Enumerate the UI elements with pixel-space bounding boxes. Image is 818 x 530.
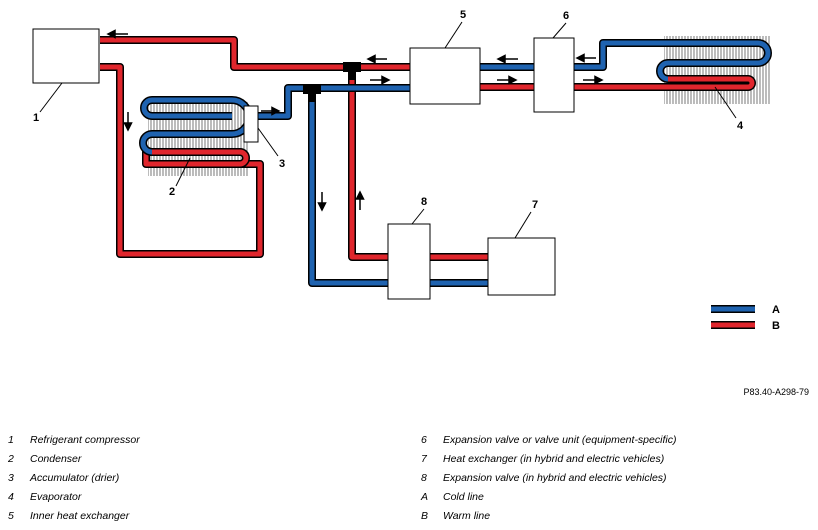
legend-item-text: Warm line	[443, 510, 491, 522]
label-component-5: 5	[460, 9, 466, 21]
label-component-4: 4	[737, 120, 744, 132]
arrow-down-icon	[317, 192, 327, 212]
label-component-8: 8	[421, 196, 427, 208]
component-3-box	[243, 105, 259, 143]
arrow-up-icon	[355, 190, 365, 210]
refrigerant-circuit-diagram: 1 2 3 4 5 6 7 8 A B P83.40-A298-79	[32, 9, 809, 397]
arrow-down-icon	[123, 112, 133, 132]
label-component-6: 6	[563, 10, 569, 22]
leader-lines	[39, 21, 737, 239]
legend-item-text: Expansion valve (in hybrid and electric …	[443, 472, 667, 484]
legend-item-text: Inner heat exchanger	[30, 510, 130, 522]
legend-item-key: 6	[421, 434, 427, 446]
legend-item-text: Expansion valve or valve unit (equipment…	[443, 434, 677, 446]
legend-item-key: B	[421, 510, 429, 522]
legend-item-text: Cold line	[443, 491, 484, 503]
component-8-box	[387, 223, 431, 300]
component-5-box	[409, 47, 481, 105]
legend-item-key: 8	[421, 472, 427, 484]
arrow-right-icon	[261, 106, 281, 116]
legend-item-key: 2	[8, 453, 14, 465]
evaporator-fins	[664, 36, 770, 104]
legend-item-key: 3	[8, 472, 14, 484]
legend-item-text: Condenser	[30, 453, 82, 465]
arrow-left-icon	[575, 53, 596, 63]
legend-item-key: 1	[8, 434, 14, 446]
legend-key-cold: A	[772, 304, 780, 316]
legend-item-key: A	[421, 491, 429, 503]
label-component-1: 1	[33, 112, 39, 124]
label-component-7: 7	[532, 199, 538, 211]
tee-connector-warm	[343, 62, 361, 80]
legend-item-key: 7	[421, 453, 427, 465]
label-component-2: 2	[169, 186, 175, 198]
tee-connector-cold	[303, 84, 321, 102]
arrow-right-icon	[583, 75, 604, 85]
cold-lines	[258, 39, 664, 287]
legend-item-text: Evaporator	[30, 491, 82, 503]
arrow-left-icon	[106, 29, 128, 39]
line-legend: A B	[711, 304, 780, 332]
legend-item-text: Refrigerant compressor	[30, 434, 140, 446]
legend-item-text: Heat exchanger (in hybrid and electric v…	[443, 453, 665, 465]
legend-key-warm: B	[772, 320, 780, 332]
flow-arrows	[106, 29, 604, 212]
component-7-box	[487, 237, 556, 296]
evaporator-coil	[656, 39, 772, 91]
arrow-right-icon	[497, 75, 518, 85]
component-6-box	[533, 37, 575, 113]
legend-item-key: 4	[8, 491, 14, 503]
legend-item-text: Accumulator (drier)	[30, 472, 120, 484]
component-1-box	[32, 28, 100, 84]
legend-item-key: 5	[8, 510, 14, 522]
arrow-left-icon	[366, 54, 387, 64]
arrow-left-icon	[496, 54, 518, 64]
figure-reference: P83.40-A298-79	[743, 387, 809, 397]
arrow-right-icon	[370, 75, 391, 85]
label-component-3: 3	[279, 158, 285, 170]
